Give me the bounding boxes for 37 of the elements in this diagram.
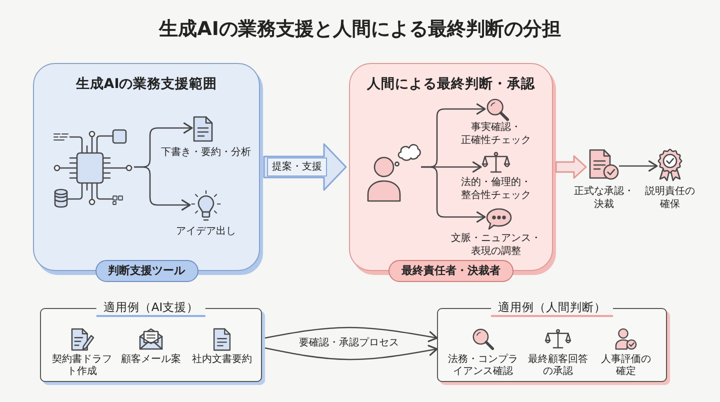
icon-caption: 法的・倫理的・整合性チェック: [460, 177, 532, 202]
thinking-person-icon: [366, 142, 422, 202]
award-ribbon-icon: [657, 149, 683, 181]
curved-arrow: [264, 344, 438, 360]
panel-title: 人間による最終判断・承認: [367, 75, 535, 93]
example-label: 人事評価の確定: [600, 354, 652, 377]
icon-caption: 事実確認・正確性チェック: [460, 122, 532, 147]
example-label: 契約書ドラフト作成: [51, 354, 113, 377]
icon-caption: 文脈・ニュアンス・表現の調整: [450, 233, 542, 258]
panel-tag: 最終責任者・決裁者: [388, 260, 514, 282]
section-heading: 適用例（AI支援）: [96, 300, 206, 317]
edge-label: 要確認・承認プロセス: [297, 336, 401, 350]
speech-bubble-icon: [486, 207, 512, 231]
magnifier-icon: [486, 98, 509, 121]
example-label: 顧客メール案: [120, 354, 182, 366]
example-label: 最終顧客回答の承認: [527, 354, 589, 377]
icon-caption: 正式な承認・決裁: [573, 186, 635, 211]
edge-label: 提案・支援: [267, 158, 327, 176]
chip-illustration: [51, 129, 135, 209]
section-heading: 適用例（人間判断）: [491, 300, 613, 317]
block-arrow: [555, 155, 587, 179]
example-label: 法務・コンプライアンス確認: [447, 354, 519, 377]
scales-icon: [482, 151, 510, 173]
curved-arrow: [264, 326, 438, 342]
icon-caption: アイデア出し: [175, 226, 237, 238]
icon-caption: 説明責任の確保: [644, 186, 696, 211]
example-label: 社内文書要約: [191, 354, 253, 366]
panel-title: 生成AIの業務支援範囲: [76, 75, 218, 93]
document-icon: [193, 116, 213, 142]
icon-caption: 下書き・要約・分析: [160, 147, 252, 160]
diagram-title: 生成AIの業務支援と人間による最終判断の分担: [159, 17, 561, 41]
arrow: [421, 166, 486, 223]
arrow: [134, 166, 191, 211]
arrow: [619, 160, 658, 172]
lightbulb-icon: [191, 190, 221, 222]
document-check-icon: [589, 149, 619, 180]
panel-tag: 判断支援ツール: [95, 260, 198, 282]
